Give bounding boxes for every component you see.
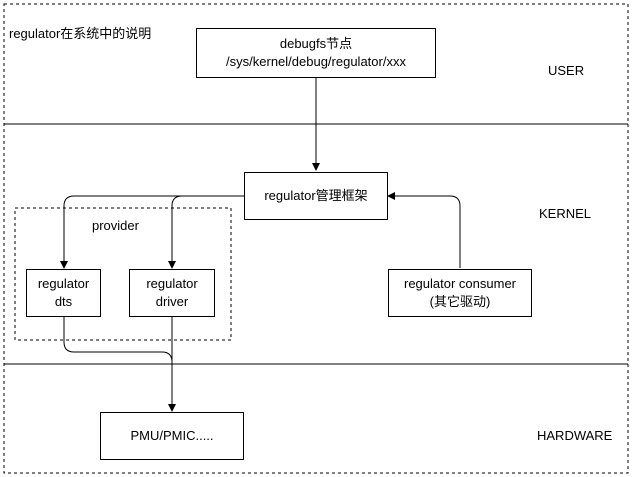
dts-node-line1: regulator (37, 276, 90, 291)
edge-framework-to-driver (168, 195, 244, 269)
diagram-title: regulator在系统中的说明 (9, 26, 152, 41)
consumer-node-line1: regulator consumer (404, 276, 516, 291)
framework-node-label: regulator管理框架 (264, 188, 368, 203)
layer-label-kernel: KERNEL (539, 206, 592, 221)
edge-consumer-to-framework (387, 192, 461, 268)
consumer-node: regulator consumer (其它驱动) (388, 269, 532, 317)
dts-node: regulator dts (26, 269, 101, 317)
edge-framework-to-dts (60, 195, 244, 269)
consumer-node-line2: (其它驱动) (429, 294, 491, 309)
layer-label-user: USER (548, 63, 585, 78)
driver-node-line2: driver (155, 294, 189, 309)
framework-node: regulator管理框架 (244, 172, 388, 220)
debugfs-node: debugfs节点 /sys/kernel/debug/regulator/xx… (196, 28, 436, 78)
outer-frame (3, 3, 629, 474)
driver-node-line1: regulator (146, 276, 198, 291)
dts-node-line2: dts (54, 294, 73, 309)
pmu-node: PMU/PMIC..... (100, 412, 244, 460)
layer-label-hardware: HARDWARE (537, 428, 613, 443)
debugfs-node-path: /sys/kernel/debug/regulator/xxx (226, 54, 406, 69)
provider-label: provider (92, 218, 139, 233)
pmu-node-label: PMU/PMIC..... (130, 428, 214, 443)
edge-dts-to-pmu (63, 317, 173, 411)
provider-group (14, 207, 232, 341)
driver-node: regulator driver (129, 269, 215, 317)
debugfs-node-title: debugfs节点 (279, 36, 353, 51)
